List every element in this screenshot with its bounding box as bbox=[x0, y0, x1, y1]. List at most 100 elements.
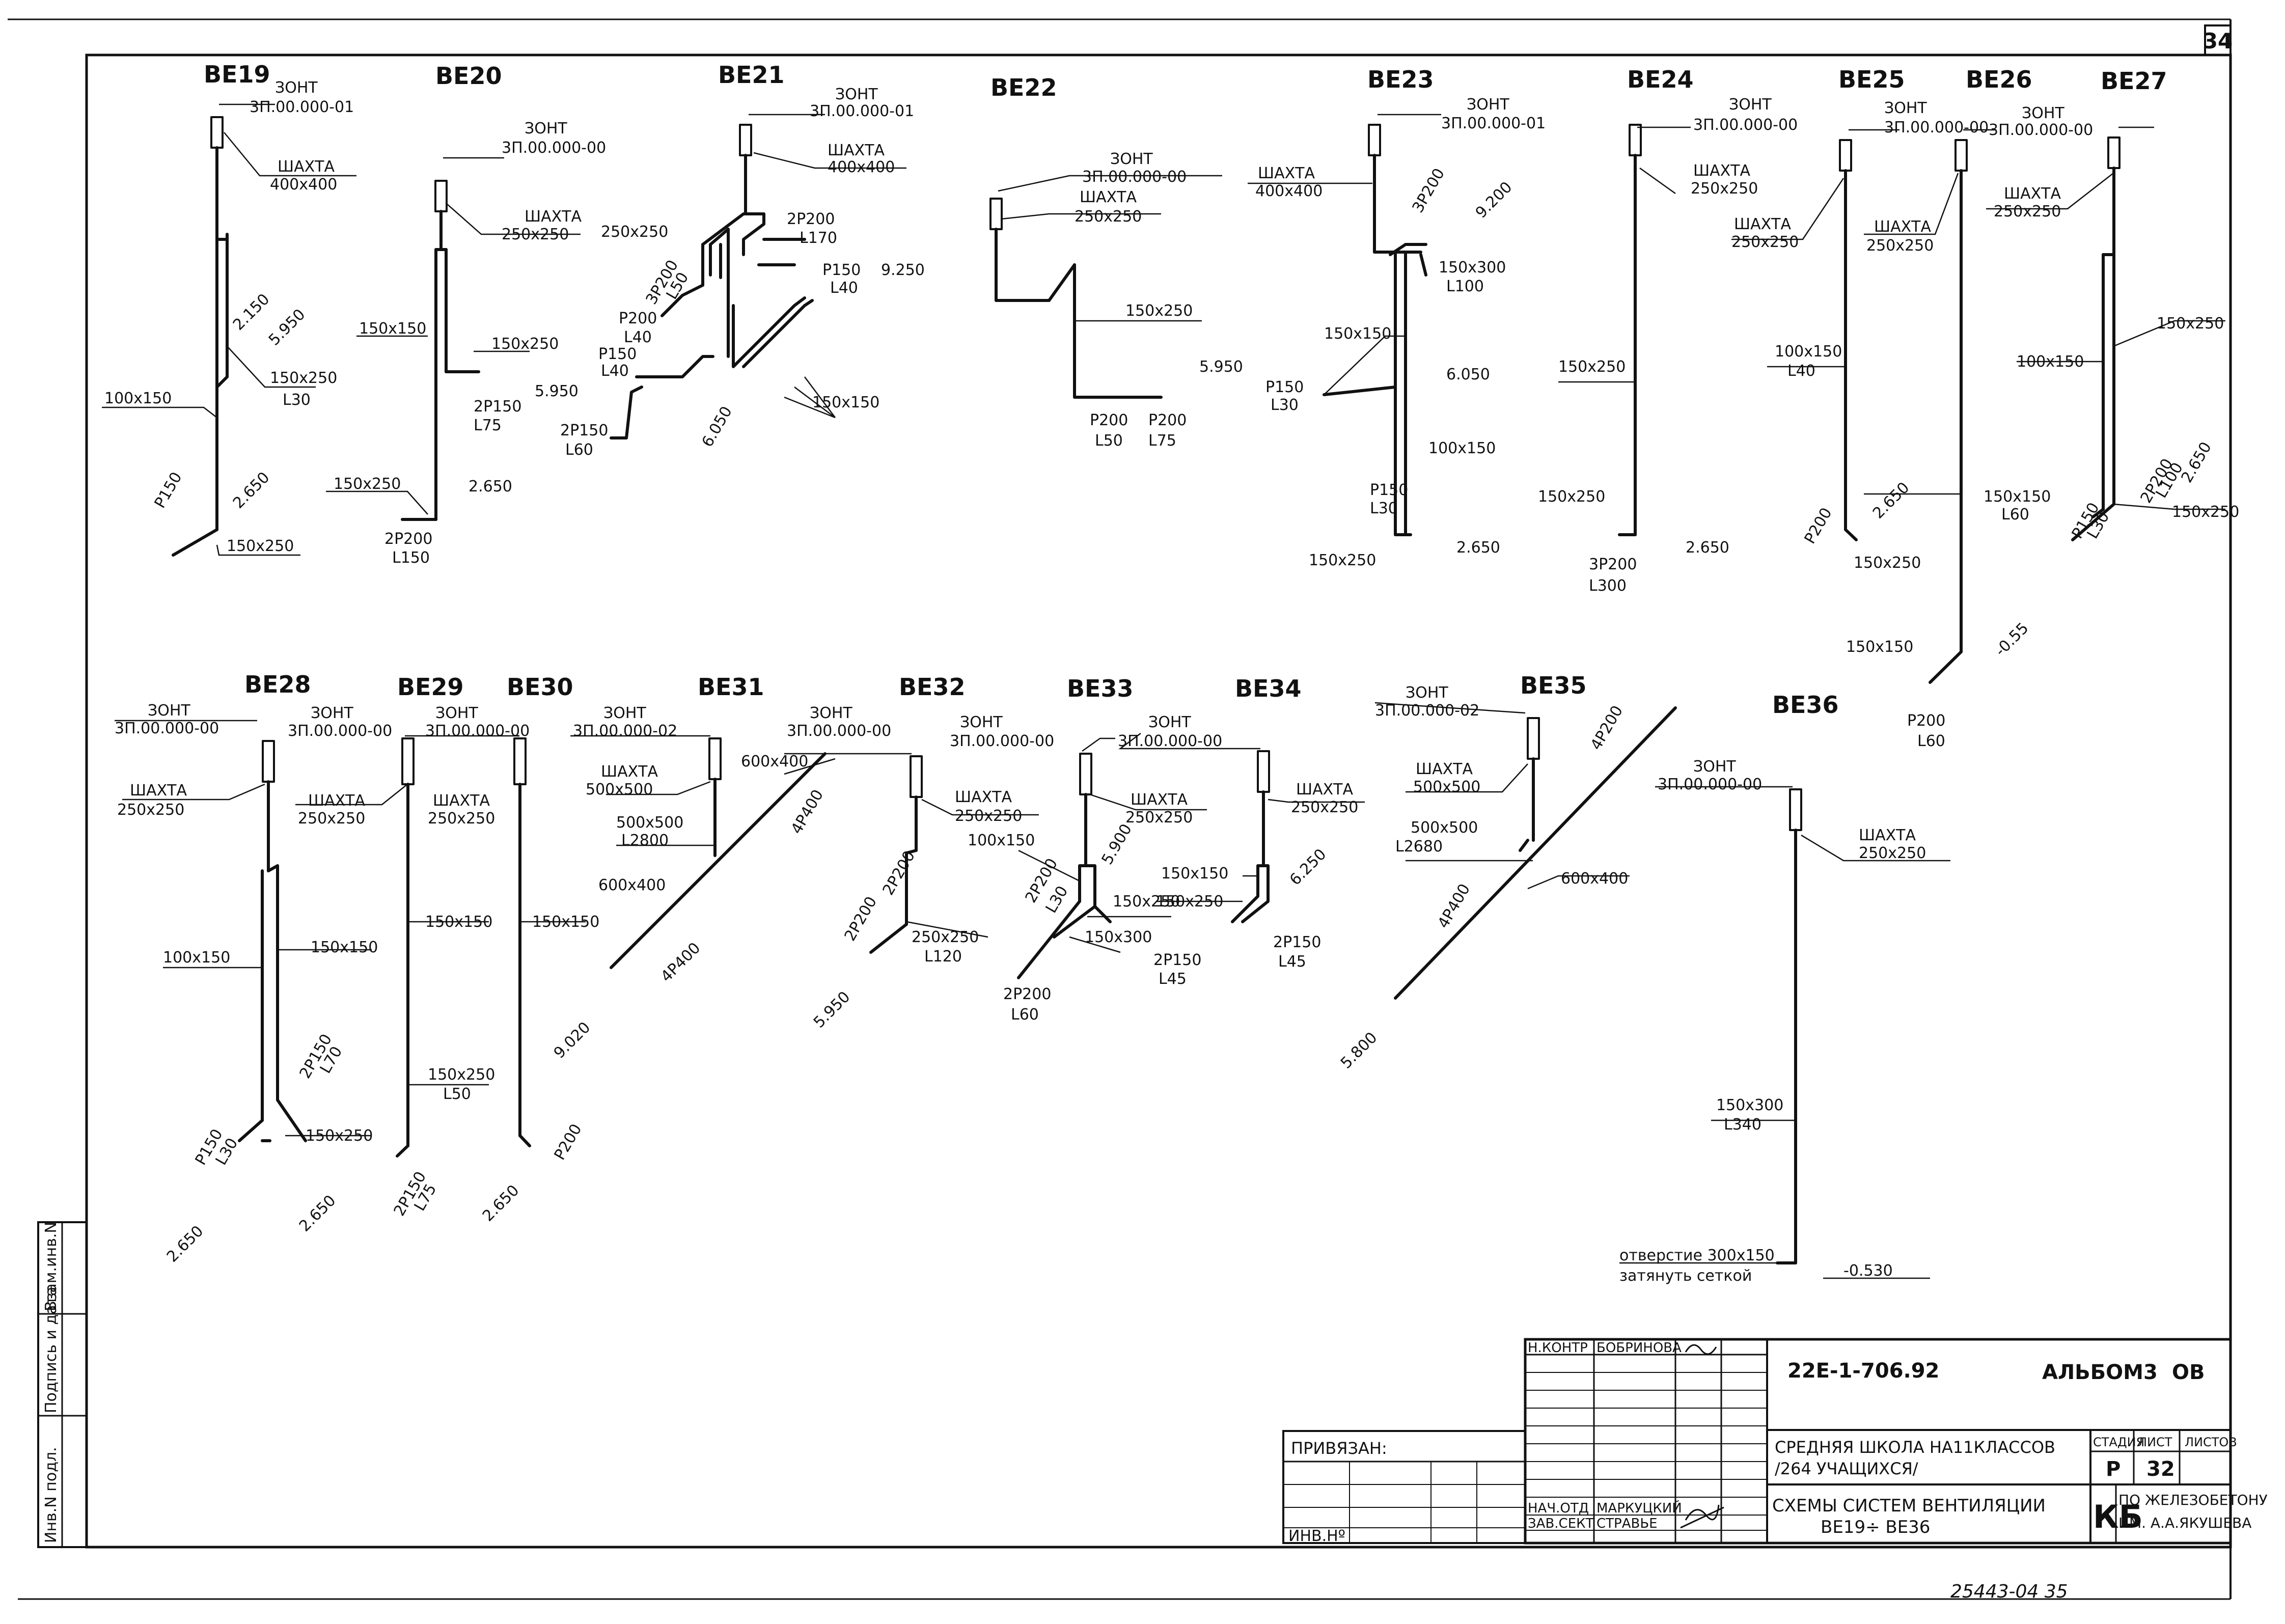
ve35-label: 5.800 bbox=[1337, 1029, 1381, 1072]
signature-mark bbox=[1680, 1504, 1724, 1529]
duct-ve19 bbox=[172, 116, 229, 557]
ve21-label: ШАХТА bbox=[828, 142, 885, 159]
duct-ve24 bbox=[1618, 124, 1642, 536]
system-name-ve26: ВЕ26 bbox=[1966, 66, 2032, 93]
ve28-label: 100х150 bbox=[163, 949, 230, 967]
ve32-label: 250х250 bbox=[912, 928, 979, 946]
ve23-label: 9.200 bbox=[1472, 178, 1516, 222]
ve36-label: -0.530 bbox=[1843, 1262, 1893, 1280]
ve28-label: 150х150 bbox=[311, 939, 378, 956]
side-stamp-sign: Подпись и дата bbox=[42, 1287, 60, 1414]
ve34-label: 250х250 bbox=[1291, 799, 1358, 816]
ve22-label: 250х250 bbox=[1075, 208, 1142, 226]
side-stamp-replace: Взам.инв.N bbox=[42, 1222, 60, 1311]
duct-ve22 bbox=[989, 198, 1163, 399]
ve31-label: ШАХТА bbox=[601, 763, 658, 781]
duct-ve29 bbox=[396, 737, 415, 1158]
title-project-line1: СРЕДНЯЯ ШКОЛА НА11КЛАССОВ bbox=[1775, 1438, 2055, 1457]
sheet-frame bbox=[8, 18, 2232, 1600]
system-name-ve35: ВЕ35 bbox=[1520, 672, 1587, 699]
ve23-label: 100х150 bbox=[1428, 439, 1496, 457]
ve35-label: 3П.00.000-02 bbox=[1375, 702, 1479, 720]
ve27-label: ЗОНТ bbox=[2022, 104, 2064, 122]
ve22-label: L75 bbox=[1148, 432, 1176, 450]
ve33-label: 150х300 bbox=[1085, 928, 1152, 946]
ve31-label: 9.020 bbox=[550, 1019, 594, 1062]
ve26-label: ШАХТА bbox=[1874, 218, 1931, 236]
ve36-label: ШАХТА bbox=[1859, 827, 1916, 844]
ve31-label: 4Р400 bbox=[788, 787, 828, 837]
ve21-label: 400х400 bbox=[828, 158, 895, 176]
ve22-label: ШАХТА bbox=[1080, 188, 1137, 206]
ve27-label: 150х250 bbox=[2157, 315, 2224, 333]
ve27-label: 100х150 bbox=[2017, 353, 2084, 371]
ve29-label: 150х250 bbox=[428, 1066, 495, 1084]
system-name-ve21: ВЕ21 bbox=[718, 61, 785, 89]
ve26-label: L60 bbox=[2001, 506, 2029, 524]
ve34-label: ШАХТА bbox=[1296, 781, 1353, 799]
sheet-number: 34 bbox=[2203, 29, 2233, 53]
ve36-label: 150х300 bbox=[1716, 1096, 1783, 1114]
ve23-label: 3Р200 bbox=[1409, 166, 1449, 216]
ve20-label: 2.650 bbox=[469, 478, 512, 496]
ve28-label: 150х250 bbox=[306, 1127, 373, 1145]
ve34-label: 6.250 bbox=[1286, 845, 1330, 889]
ve23-label: 3П.00.000-01 bbox=[1441, 115, 1546, 132]
ve32-label: 3П.00.000-00 bbox=[787, 722, 891, 740]
title-block-text: 22Е-1-706.92 АЛЬБОМ3 ОВ СРЕДНЯЯ ШКОЛА НА… bbox=[1288, 1340, 2268, 1545]
ve31-label: 600х400 bbox=[741, 753, 808, 770]
ve27-label: ШАХТА bbox=[2004, 185, 2061, 203]
ve24-label: 2.650 bbox=[1686, 539, 1729, 557]
ve24-label: ШАХТА bbox=[1693, 162, 1750, 180]
ve20-label: 3П.00.000-00 bbox=[502, 139, 606, 157]
title-tied: ПРИВЯЗАН: bbox=[1291, 1439, 1387, 1458]
ve20-label: L150 bbox=[392, 549, 430, 567]
ve22-label: 3П.00.000-00 bbox=[1082, 168, 1187, 186]
ve19-label: 150х250 bbox=[227, 537, 294, 555]
ve27-label: 3П.00.000-00 bbox=[1989, 121, 2093, 139]
ve30-label: 150х150 bbox=[532, 913, 599, 931]
duct-ve23 bbox=[1323, 124, 1427, 536]
ve20-label: L75 bbox=[474, 417, 502, 434]
ve19-label: 100х150 bbox=[104, 390, 172, 407]
ve20-label: 5.950 bbox=[535, 382, 579, 400]
ve19-label: 2.150 bbox=[230, 290, 273, 334]
ve28-label: 3П.00.000-00 bbox=[115, 720, 219, 737]
system-names: ВЕ19 ВЕ20 ВЕ21 ВЕ22 ВЕ23 ВЕ24 ВЕ25 ВЕ26 … bbox=[204, 61, 2167, 719]
system-name-ve27: ВЕ27 bbox=[2101, 67, 2167, 95]
ve26-label: 150х150 bbox=[1846, 638, 1913, 656]
ve30-label: 250х250 bbox=[428, 810, 495, 828]
system-name-ve34: ВЕ34 bbox=[1235, 675, 1302, 702]
system-name-ve22: ВЕ22 bbox=[990, 74, 1057, 101]
system-name-ve23: ВЕ23 bbox=[1367, 66, 1434, 93]
title-name-1: БОБРИНОВА bbox=[1596, 1340, 1682, 1356]
ve34-label: 3П.00.000-00 bbox=[1118, 732, 1222, 750]
ve19-label: 3П.00.000-01 bbox=[250, 98, 354, 116]
signature-mark bbox=[1685, 1344, 1717, 1355]
ve21-label: 2Р200 bbox=[787, 210, 835, 228]
ve33-label: L60 bbox=[1011, 1006, 1039, 1024]
ve25-label: ЗОНТ bbox=[1884, 99, 1927, 117]
ve19-label: 150х250 bbox=[270, 369, 337, 387]
duct-ve31 bbox=[610, 737, 827, 969]
ve29-label: ШАХТА bbox=[308, 792, 365, 810]
duct-ve36 bbox=[1776, 788, 1802, 1264]
ve35-label: ЗОНТ bbox=[1406, 684, 1448, 702]
ve31-label: 3П.00.000-02 bbox=[573, 722, 677, 740]
ve19-label: Р150 bbox=[151, 469, 186, 511]
ve21-label: 2Р150 bbox=[560, 422, 608, 439]
ve23-label: 6.050 bbox=[1446, 366, 1490, 383]
ve21-label: Р150 bbox=[598, 345, 637, 363]
ve20-label: 150х150 bbox=[359, 320, 426, 338]
duct-network bbox=[172, 116, 2121, 1264]
ve32-label: 250х250 bbox=[955, 807, 1022, 825]
ve33-label: ШАХТА bbox=[1131, 791, 1188, 809]
ve29-label: 250х250 bbox=[298, 810, 365, 828]
duct-ve34 bbox=[1231, 750, 1270, 923]
title-inv: ИНВ.Нº bbox=[1288, 1527, 1345, 1545]
duct-ve25 bbox=[1839, 139, 1858, 541]
ve22-label: Р200 bbox=[1148, 411, 1187, 429]
ve23-label: L30 bbox=[1271, 396, 1299, 414]
duct-ve32 bbox=[869, 755, 923, 954]
ve20-label: 150х250 bbox=[491, 335, 559, 353]
